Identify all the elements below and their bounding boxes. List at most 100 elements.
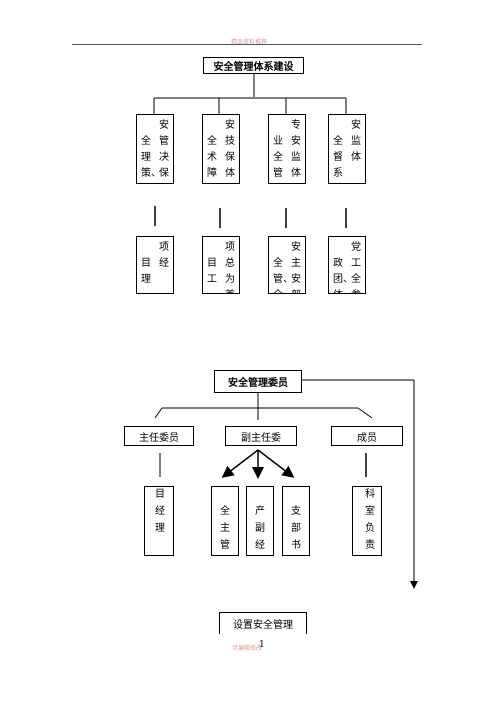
leaf-char: 工 [351,258,361,269]
person-char: 管 [220,540,230,551]
role-label: 主任委员 [139,432,179,444]
branch-char: 全 [333,136,343,147]
setup-safety-box: 设置安全管理 [219,612,307,634]
leaf-char: 项 [225,242,235,253]
leaf-char [141,240,151,256]
person-char: 理 [155,523,165,534]
role-box-chairman: 主任委员 [124,426,194,446]
branch-char: 体 [351,152,361,163]
leaf-char: 全 [351,274,361,285]
role-box-members: 成员 [331,426,403,446]
leaf-box-party-union: 党 政工 团、全 体参 [328,236,366,294]
branch-char: 决 [159,152,169,163]
leaf-char: 参 [351,288,361,293]
branch-char: 术 [207,152,217,163]
person-char: 负 [365,523,375,534]
person-char: 支 [291,506,301,517]
leaf-char: 经 [159,258,169,269]
person-char: 书 [291,540,301,551]
branch-char: 全 [207,136,217,147]
person-box-project-manager: 目 经 理 [144,486,174,556]
footer-text: 可编辑修改 [232,645,263,652]
leaf-char: 总 [225,258,235,269]
branch-box-supervision: 安 全监 督体 系 [328,114,366,184]
leaf-char: 工 [207,274,217,285]
branch-char: 全 [273,152,283,163]
safety-system-title: 安全管理体系建设 [213,62,294,73]
branch-char: 管 [159,136,169,147]
leaf-char [207,288,217,293]
role-label: 成员 [357,432,377,444]
branch-char: 体 [291,168,301,179]
safety-system-title-box: 安全管理体系建设 [203,57,304,74]
leaf-char: 管、 [273,274,293,285]
branch-char: 保 [225,152,235,163]
branch-char: 全 [141,136,151,147]
branch-char: 保 [159,168,169,179]
leaf-char: 目 [141,258,151,269]
leaf-char: 目 [207,258,217,269]
leaf-char: 项 [159,242,169,253]
person-char: 副 [255,523,265,534]
leaf-char: 理 [141,274,151,285]
leaf-box-chief-engineer: 项 目总 工为 首 [202,236,240,294]
leaf-box-project-manager: 项 目经 理 [136,236,174,294]
branch-char [141,118,151,134]
page-number: 1 [259,640,265,650]
person-char: 部 [291,523,301,534]
branch-char: 督 [333,152,343,163]
leaf-char: 主 [291,258,301,269]
person-char: 科 [365,489,375,500]
person-char: 人 [363,554,377,555]
header-text: 精品资料推荐 [231,39,268,46]
setup-safety-label: 设置安全管理 [233,620,293,631]
leaf-box-safety-supervisor: 安 全主 管、安 全部 [268,236,306,294]
person-char: 产 [255,506,265,517]
branch-char: 监 [351,136,361,147]
leaf-char: 首 [225,288,235,293]
branch-char: 安 [225,120,235,131]
person-char: 责 [365,540,375,551]
person-char: 理 [253,554,267,555]
safety-committee-title-box: 安全管理委员 [214,370,302,393]
person-char: 目 [155,489,165,500]
branch-char: 监 [291,152,301,163]
branch-char: 安 [159,120,169,131]
leaf-char: 党 [351,242,361,253]
safety-committee-title: 安全管理委员 [228,378,288,389]
leaf-char: 为 [225,274,235,285]
leaf-char [207,240,217,256]
person-char: 主 [220,523,230,534]
person-box-department-heads: 科 室 负 责 人 [352,486,382,556]
leaf-char: 全 [273,258,283,269]
leaf-char: 安 [291,274,301,285]
leaf-char [333,240,343,256]
person-box-party-secretary: 支 部 书 记 [282,486,310,556]
person-box-deputy-manager: 产 副 经 理 [246,486,274,556]
branch-char: 障 [207,168,217,179]
person-box-safety-head: 全 主 管 [211,486,239,556]
header-divider [72,44,422,45]
branch-char: 专 [291,120,301,131]
leaf-char: 政 [333,258,343,269]
leaf-char [273,240,283,256]
branch-char [273,118,283,134]
branch-char: 理 [141,152,151,163]
leaf-char: 团、 [333,274,353,285]
leaf-char: 全 [273,288,283,293]
branch-box-technical: 安 全技 术保 障体 [202,114,240,184]
person-char: 记 [289,554,303,555]
branch-box-decision: 安 全管 理决 策、保 [136,114,174,184]
branch-char: 策、 [141,168,161,179]
person-char: 经 [155,506,165,517]
branch-char: 安 [351,120,361,131]
branch-char: 体 [225,168,235,179]
leaf-char [159,272,169,288]
branch-char: 业 [273,136,283,147]
leaf-char: 部 [291,288,301,293]
branch-char [351,166,361,182]
person-char: 室 [365,506,375,517]
branch-char: 技 [225,136,235,147]
person-char: 经 [255,540,265,551]
